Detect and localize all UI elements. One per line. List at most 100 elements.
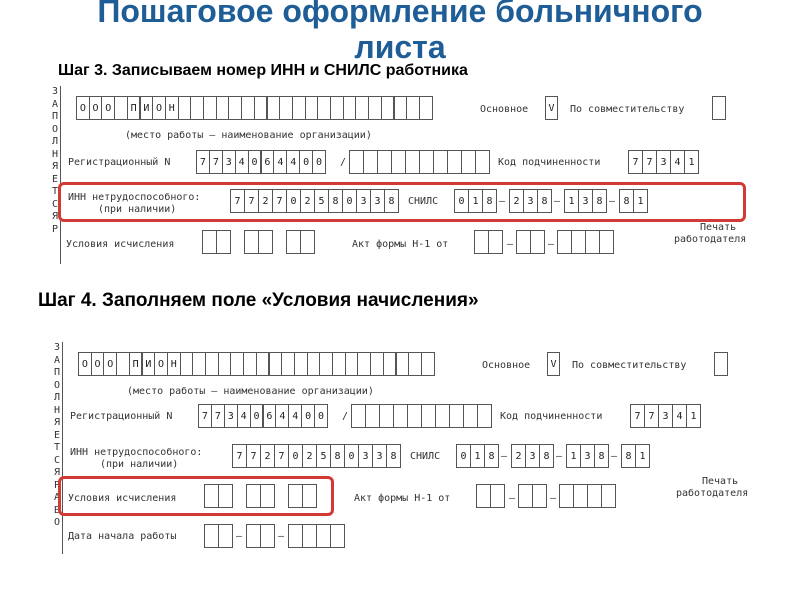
org-name-cell: Н	[164, 96, 179, 120]
reg-number-cell: 7	[196, 150, 210, 174]
reg-number-cell: 7	[210, 404, 225, 428]
sub-code-cell: 7	[628, 150, 643, 174]
act-date-cell	[516, 230, 531, 254]
inn-cell: 0	[288, 444, 303, 468]
org-name-cell	[406, 96, 420, 120]
org-name-cell: П	[126, 96, 141, 120]
org-name-cell	[266, 96, 281, 120]
org-name-cell	[380, 96, 395, 120]
snils-cell: 8	[482, 189, 497, 213]
label-subcode: Код подчиненности	[500, 411, 603, 422]
reg-number-cell: 0	[314, 404, 328, 428]
org-name-cell	[418, 96, 433, 120]
org-name-cell	[279, 96, 293, 120]
org-name-cell	[230, 352, 245, 376]
org-name-cell	[342, 96, 357, 120]
vertical-letter: Е	[53, 429, 61, 441]
snils-cell: 8	[594, 444, 609, 468]
vertical-letter: О	[51, 123, 59, 135]
reg-extra-cell	[363, 150, 378, 174]
vertical-letter: Е	[51, 173, 59, 185]
org-name-cell: О	[101, 96, 116, 120]
inn-cell: 7	[246, 444, 261, 468]
org-name-cell	[420, 352, 435, 376]
reg-number-cell: 0	[312, 150, 326, 174]
vertical-letter: С	[51, 198, 59, 210]
vertical-letter: Н	[53, 404, 61, 416]
snils-cell: 8	[484, 444, 499, 468]
label-org-caption: (место работы – наименование организации…	[125, 130, 372, 141]
vertical-letter: П	[53, 367, 61, 378]
reg-number-cell: 0	[247, 150, 262, 174]
act-date-cell	[476, 484, 491, 508]
snils-cell: 1	[633, 189, 648, 213]
sub-code-cell: 7	[644, 404, 659, 428]
reg-extra-cell	[419, 150, 434, 174]
reg-number-cell: 3	[223, 404, 238, 428]
snils-cell: 1	[470, 444, 485, 468]
reg-number-cell: 6	[262, 404, 277, 428]
inn-cell: 3	[358, 444, 373, 468]
conditions-cell	[258, 230, 273, 254]
start-dash: –	[278, 531, 285, 542]
vertical-letter: Р	[53, 479, 61, 491]
label-inn-note: (при наличии)	[98, 204, 177, 215]
snils-cell: 8	[539, 444, 554, 468]
main-checkbox: V	[545, 96, 558, 120]
reg-number-cell: 0	[249, 404, 264, 428]
act-date-cell	[474, 230, 489, 254]
vertical-letter: Л	[51, 136, 59, 147]
act-date-cell	[559, 484, 574, 508]
sub-code-cell: 7	[630, 404, 645, 428]
org-name-cell	[344, 352, 359, 376]
inn-cell: 3	[372, 444, 387, 468]
org-name-cell	[393, 96, 408, 120]
org-name-cell: О	[76, 96, 90, 120]
label-slash: /	[340, 157, 347, 168]
act-dash: –	[550, 493, 557, 504]
reg-number-cell: 4	[286, 150, 301, 174]
sub-code-cell: 3	[656, 150, 671, 174]
org-name-cell: О	[154, 352, 168, 376]
inn-cell: 5	[316, 444, 331, 468]
vertical-letter: А	[53, 354, 61, 366]
reg-number-cell: 4	[234, 150, 249, 174]
org-name-cell	[179, 352, 194, 376]
snils-cell: 3	[580, 444, 595, 468]
snils-cell: 1	[566, 444, 581, 468]
org-name-cell	[255, 352, 270, 376]
conditions-cell	[216, 230, 231, 254]
sub-code-cell: 1	[684, 150, 699, 174]
act-date-cell	[488, 230, 503, 254]
org-name-cell	[228, 96, 243, 120]
snils-cell: 1	[635, 444, 650, 468]
label-inn-note: (при наличии)	[100, 459, 179, 470]
start-date-cell	[204, 524, 219, 548]
page-title: Пошаговое оформление больничного	[97, 0, 703, 29]
act-date-cell	[518, 484, 533, 508]
org-name-cell	[332, 352, 346, 376]
label-secondary: По совместительству	[572, 360, 687, 371]
reg-extra-cell	[447, 150, 462, 174]
label-regnum: Регистрационный N	[70, 411, 173, 422]
vertical-letter: Н	[51, 148, 59, 160]
org-name-cell	[382, 352, 397, 376]
conditions-cell	[202, 230, 217, 254]
inn-cell: 8	[386, 444, 401, 468]
inn-cell: 7	[272, 189, 287, 213]
highlight-inn-snils	[58, 182, 746, 222]
start-date-cell	[288, 524, 303, 548]
vertical-letter: А	[53, 492, 61, 503]
sub-code-cell: 3	[658, 404, 673, 428]
reg-extra-cell	[391, 150, 406, 174]
act-date-cell	[490, 484, 505, 508]
conditions-cell	[286, 230, 301, 254]
org-name-cell	[241, 96, 255, 120]
highlight-conditions	[58, 476, 334, 516]
org-name-cell	[217, 352, 232, 376]
reg-extra-cell	[461, 150, 476, 174]
snils-cell: 0	[456, 444, 471, 468]
org-name-cell	[203, 96, 217, 120]
